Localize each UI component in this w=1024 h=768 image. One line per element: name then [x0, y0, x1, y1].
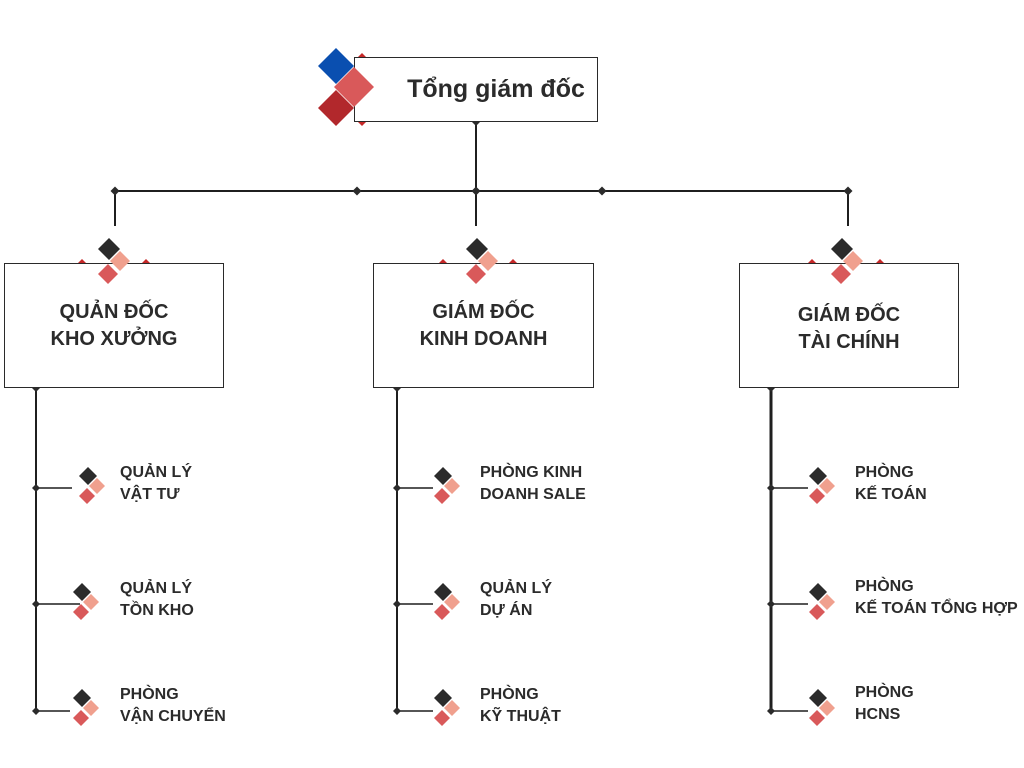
- department-icon: [434, 583, 460, 620]
- spine-dot: [767, 484, 775, 492]
- bus-dot: [352, 186, 362, 196]
- manager-box-tai-chinh: GIÁM ĐỐC TÀI CHÍNH: [739, 263, 959, 388]
- department-icon: [809, 467, 835, 504]
- spine-dot: [767, 600, 775, 608]
- spine-dot: [393, 484, 401, 492]
- spine-dot: [32, 484, 40, 492]
- manager-title: GIÁM ĐỐC TÀI CHÍNH: [797, 303, 901, 353]
- spine-dot: [393, 600, 401, 608]
- diamond-logo-icon: [318, 48, 374, 126]
- department-icon: [73, 583, 99, 620]
- department-icon: [809, 689, 835, 726]
- manager-title: GIÁM ĐỐC KINH DOANH: [419, 300, 548, 350]
- bus-dot: [597, 186, 607, 196]
- dark-red-diamond: [318, 90, 354, 126]
- diamond-cluster-icon: [831, 238, 863, 284]
- bus-dot: [110, 186, 120, 196]
- ceo-box: Tổng giám đốc: [354, 57, 598, 122]
- manager-box-kho-xuong: QUẢN ĐỐC KHO XƯỞNG: [4, 263, 224, 388]
- diamond-cluster-icon: [466, 238, 498, 284]
- department-icon: [434, 467, 460, 504]
- department-icon: [73, 689, 99, 726]
- department-icon: [809, 583, 835, 620]
- ceo-title: Tổng giám đốc: [407, 74, 585, 103]
- spine-dot: [393, 707, 401, 715]
- bus-dot: [471, 186, 481, 196]
- manager-box-kinh-doanh: GIÁM ĐỐC KINH DOANH: [373, 263, 594, 388]
- spine-dot: [32, 707, 40, 715]
- manager-title: QUẢN ĐỐC KHO XƯỞNG: [50, 300, 178, 350]
- spine-dot: [767, 707, 775, 715]
- blue-diamond: [318, 48, 354, 84]
- bus-dot: [843, 186, 853, 196]
- department-icon: [79, 467, 105, 504]
- diamond-cluster-icon: [98, 238, 130, 284]
- spine-dot: [32, 600, 40, 608]
- department-icon: [434, 689, 460, 726]
- red-diamond: [334, 67, 374, 107]
